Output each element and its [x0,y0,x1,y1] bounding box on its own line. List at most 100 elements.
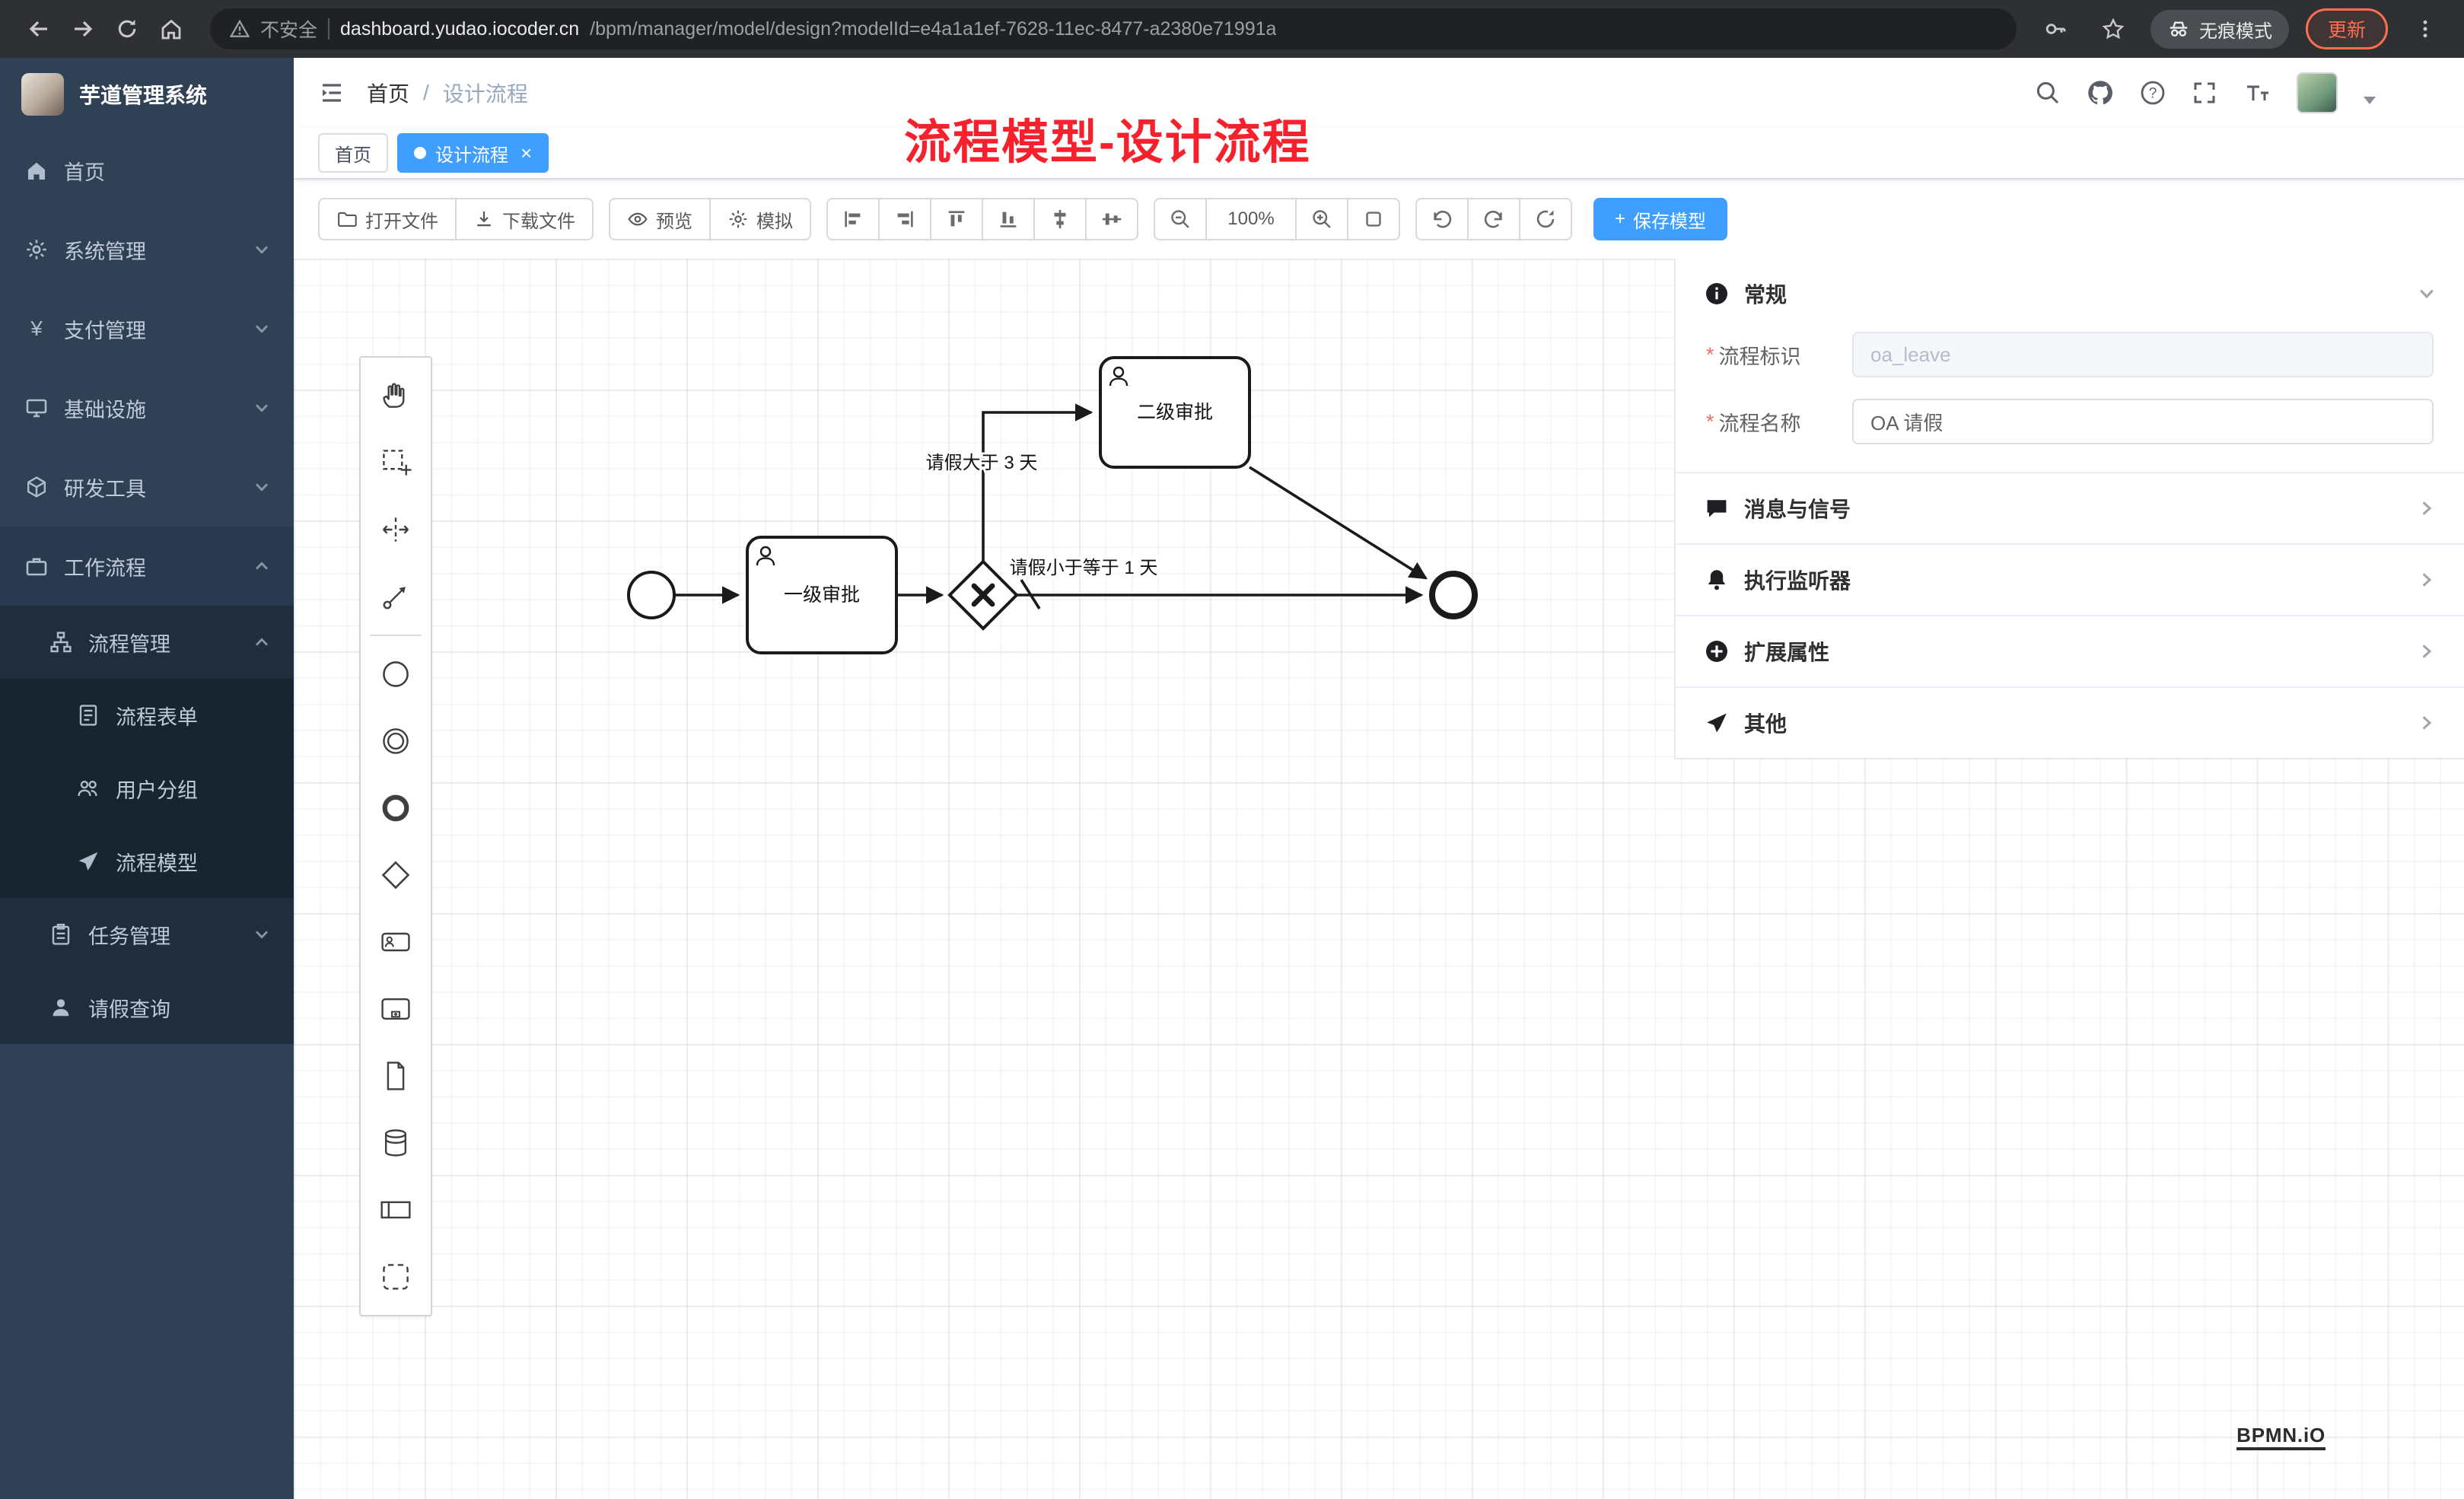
process-key-input[interactable] [1852,332,2434,377]
sidebar-item-task-management[interactable]: 任务管理 [0,898,294,971]
section-execution-listener-header[interactable]: 执行监听器 [1676,545,2464,615]
create-group[interactable] [361,1243,431,1310]
sidebar-item-leave-query[interactable]: 请假查询 [0,971,294,1044]
align-center-horizontal-button[interactable] [1033,198,1087,240]
zoom-level[interactable]: 100% [1205,198,1297,240]
section-general-header[interactable]: 常规 [1676,259,2464,329]
create-data-store[interactable] [361,1109,431,1176]
process-name-input[interactable] [1852,399,2434,444]
preview-button[interactable]: 预览 [609,198,711,240]
create-subprocess[interactable] [361,975,431,1042]
redo-icon [1484,210,1502,228]
sidebar-item-user-group[interactable]: 用户分组 [0,752,294,825]
section-extended-attributes-header[interactable]: 扩展属性 [1676,616,2464,686]
kebab-menu-icon [2423,20,2427,38]
create-user-task[interactable] [361,909,431,975]
zoom-in-icon [1313,210,1331,228]
process-name-label: 流程名称 [1718,412,1801,435]
fullscreen-button[interactable] [2192,80,2217,106]
global-connect-tool[interactable] [361,563,431,630]
flow-task2-to-end[interactable] [1249,466,1428,580]
update-button[interactable]: 更新 [2305,8,2388,49]
sidebar-item-infrastructure[interactable]: 基础设施 [0,368,294,447]
bpmn-user-task-level1[interactable]: 一级审批 [746,536,898,654]
zoom-reset-icon [1366,212,1381,227]
restart-button[interactable] [1519,198,1572,240]
tab-close-icon[interactable]: × [520,142,533,164]
flow-gateway-to-task2[interactable] [982,403,1094,562]
align-right-button[interactable] [878,198,931,240]
sidebar-item-process-form[interactable]: 流程表单 [0,679,294,752]
open-file-button[interactable]: 打开文件 [318,198,457,240]
sidebar-item-system[interactable]: 系统管理 [0,210,294,289]
breadcrumb-home[interactable]: 首页 [367,82,410,106]
create-end-event[interactable] [361,775,431,842]
align-bottom-button[interactable] [982,198,1035,240]
undo-button[interactable] [1415,198,1469,240]
chevron-down-icon [254,242,269,257]
github-link-button[interactable] [2087,79,2114,107]
lasso-icon [383,450,412,476]
zoom-out-button[interactable] [1154,198,1207,240]
bpmn-start-event[interactable] [627,571,676,619]
bpmn-exclusive-gateway[interactable] [947,559,1019,631]
sidebar-item-process-model[interactable]: 流程模型 [0,825,294,898]
browser-reload-button[interactable] [107,8,148,49]
address-bar[interactable]: 不安全 dashboard.yudao.iocoder.cn/bpm/manag… [210,8,2017,49]
sidebar-collapse-button[interactable] [318,79,345,107]
zoom-in-button[interactable] [1295,198,1348,240]
tab-home[interactable]: 首页 [318,133,388,173]
browser-back-button[interactable] [18,8,59,49]
yen-icon: ¥ [30,317,43,340]
group-icon [383,1264,409,1290]
section-other-header[interactable]: 其他 [1676,688,2464,758]
sidebar-item-dev-tools[interactable]: 研发工具 [0,447,294,527]
sidebar-item-payment[interactable]: ¥ 支付管理 [0,289,294,368]
password-key-button[interactable] [2035,8,2076,49]
flow-label-greater-than[interactable]: 请假大于 3 天 [924,450,1040,476]
save-model-button[interactable]: + 保存模型 [1593,198,1728,240]
create-gateway[interactable] [361,842,431,909]
hand-tool[interactable] [361,362,431,429]
redo-button[interactable] [1467,198,1520,240]
tags-view-bar: 首页 设计流程 × [294,128,2464,180]
bpmn-end-event[interactable] [1429,571,1478,619]
data-store-icon [384,1129,407,1157]
sidebar-item-process-management[interactable]: 流程管理 [0,606,294,679]
zoom-reset-button[interactable] [1347,198,1400,240]
sidebar-item-workflow[interactable]: 工作流程 [0,527,294,606]
create-participant[interactable] [361,1176,431,1243]
bpmn-canvas[interactable]: 请假大于 3 天 请假小于等于 1 天 一级审批 [294,259,2464,1499]
avatar-caret-icon[interactable] [2364,97,2376,104]
browser-menu-button[interactable] [2405,8,2446,49]
simulate-button[interactable]: 模拟 [709,198,811,240]
general-form: *流程标识 *流程名称 [1676,329,2464,472]
space-tool[interactable] [361,496,431,563]
align-left-button[interactable] [826,198,880,240]
required-mark: * [1706,409,1714,433]
create-start-event[interactable] [361,641,431,708]
avatar[interactable] [2297,72,2338,113]
align-center-vertical-button[interactable] [1085,198,1138,240]
font-size-button[interactable] [2243,80,2271,106]
intermediate-event-icon [383,728,409,754]
default-flow-marker [1020,579,1041,609]
create-data-object[interactable] [361,1042,431,1109]
section-message-signal-header[interactable]: 消息与信号 [1676,473,2464,543]
download-file-button[interactable]: 下载文件 [455,198,594,240]
lasso-tool[interactable] [361,429,431,496]
subprocess-icon [381,998,410,1020]
tab-design-process[interactable]: 设计流程 × [397,133,549,173]
bpmn-user-task-level2[interactable]: 二级审批 [1099,356,1251,469]
create-intermediate-event[interactable] [361,708,431,775]
browser-home-button[interactable] [151,8,192,49]
header-search-button[interactable] [2035,80,2061,106]
flow-label-less-equal[interactable]: 请假小于等于 1 天 [1008,555,1160,581]
message-icon [1705,496,1729,520]
sidebar-item-home[interactable]: 首页 [0,131,294,210]
bpmn-io-watermark[interactable]: BPMN.iO [2236,1424,2326,1450]
help-button[interactable]: ? [2140,80,2166,106]
bookmark-star-button[interactable] [2093,8,2134,49]
align-top-button[interactable] [930,198,983,240]
browser-forward-button[interactable] [62,8,103,49]
